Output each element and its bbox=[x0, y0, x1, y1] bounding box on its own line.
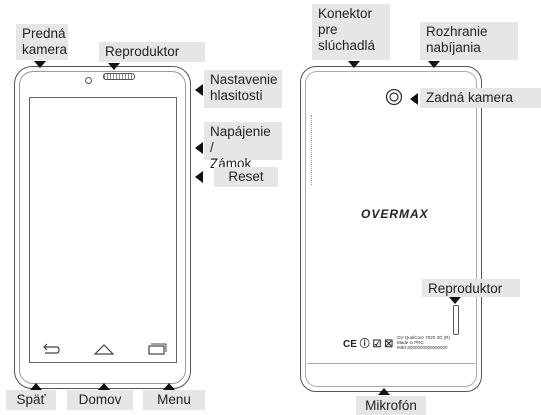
arrow-nastavenie bbox=[195, 84, 203, 96]
label-napajanie: Napájenie / Zámok bbox=[204, 122, 282, 171]
arrow-mikrofon bbox=[378, 388, 390, 395]
label-predna-kamera: Predná kamera bbox=[16, 24, 68, 60]
front-speaker bbox=[103, 73, 135, 80]
arrow-reset bbox=[195, 171, 203, 183]
fine-print: OV-QualCore 7020 3G (R) Made in PRC IMEI… bbox=[397, 335, 451, 350]
arrow-predna-kamera bbox=[34, 61, 46, 68]
brand-logo: OVERMAX bbox=[361, 207, 429, 221]
label-rozhranie: Rozhranie nabíjania bbox=[420, 22, 518, 60]
label-menu: Menu bbox=[143, 390, 205, 410]
back-icon bbox=[43, 343, 60, 354]
arrow-konektor bbox=[348, 61, 360, 68]
arrow-napajanie bbox=[195, 142, 203, 154]
tablet-front bbox=[14, 66, 191, 389]
front-camera bbox=[85, 77, 92, 84]
arrow-zadna-kamera bbox=[410, 93, 418, 105]
label-reproduktor-back: Reproduktor bbox=[422, 279, 520, 297]
front-screen bbox=[29, 97, 177, 363]
recent-apps-icon bbox=[148, 343, 167, 355]
label-zadna-kamera: Zadná kamera bbox=[420, 88, 541, 108]
home-icon bbox=[93, 344, 115, 355]
arrow-menu bbox=[163, 383, 175, 390]
camera-lens-icon bbox=[385, 88, 403, 106]
label-spat: Späť bbox=[6, 390, 56, 410]
label-mikrofon: Mikrofón bbox=[356, 396, 426, 415]
arrow-rozhranie bbox=[428, 61, 440, 68]
cert-marks: CE ⓘ ☑ ☒ bbox=[343, 339, 394, 350]
bottom-seam bbox=[307, 363, 475, 364]
label-konektor: Konektor pre slúchadlá bbox=[312, 4, 390, 60]
arrow-spat bbox=[30, 383, 42, 390]
arrow-reproduktor-back bbox=[449, 297, 461, 304]
label-reset: Reset bbox=[214, 167, 278, 187]
tablet-back: OVERMAX CE ⓘ ☑ ☒ OV-QualCore 7020 3G (R)… bbox=[300, 66, 482, 392]
side-marks bbox=[311, 115, 315, 185]
back-speaker-slot bbox=[453, 305, 459, 335]
label-domov: Domov bbox=[67, 390, 133, 410]
arrow-reproduktor-top bbox=[108, 63, 120, 70]
label-reproduktor-top: Reproduktor bbox=[99, 42, 205, 62]
arrow-domov bbox=[98, 383, 110, 390]
label-nastavenie: Nastavenie hlasitosti bbox=[204, 70, 282, 108]
back-bezel bbox=[305, 71, 477, 387]
